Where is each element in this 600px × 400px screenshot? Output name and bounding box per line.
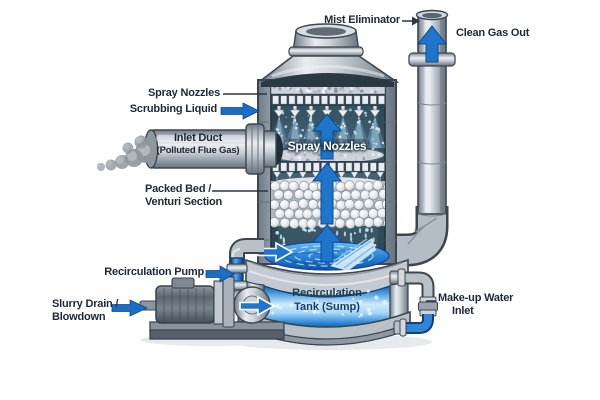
exhaust-stack (390, 9, 456, 267)
pump-motor (155, 285, 215, 324)
label-recirculation-pump: Recirculation Pump (104, 266, 204, 278)
support-grid-upper (271, 94, 385, 106)
label-slurry-drain: Slurry Drain / Blowdown (52, 298, 119, 323)
label-packed-bed: Packed Bed / Venturi Section (145, 183, 223, 208)
label-makeup-water: Make-up Water Inlet (438, 292, 514, 317)
recirc-return-arrow (257, 241, 294, 263)
slurry-drain-arrow (111, 299, 148, 317)
label-mist-eliminator: Mist Eliminator (324, 14, 400, 26)
liquid-splash (330, 238, 376, 271)
label-spray-nozzles-internal: Spray Nozzles (287, 139, 367, 153)
scrubber-vessel (256, 23, 400, 265)
pump-suction-arrow (239, 295, 276, 317)
leader-lines (212, 20, 436, 302)
smoke-plume (96, 135, 157, 171)
makeup-water-pipe (389, 268, 439, 337)
sump-tank (243, 258, 411, 346)
clean-gas-flow-arrow (416, 25, 448, 63)
label-scrubbing-liquid: Scrubbing Liquid (129, 103, 217, 115)
vessel-top-collar (288, 23, 364, 57)
recirculation-pump-unit (139, 276, 285, 340)
label-inlet-duct: Inlet Duct (Polluted Flue Gas) (156, 132, 240, 156)
scrubbing-liquid-arrow (220, 102, 260, 120)
recirculation-pump-arrow (205, 265, 235, 283)
label-recirculation-tank: Recirculation Tank (Sump) (292, 287, 362, 313)
label-clean-gas-out: Clean Gas Out (456, 27, 530, 39)
label-spray-nozzles: Spray Nozzles (148, 87, 220, 99)
mist-eliminator-pointer (412, 16, 420, 26)
inlet-duct (143, 123, 283, 175)
gas-flow-arrow-middle (311, 162, 343, 225)
label-arrows (111, 102, 260, 317)
dome-cut-edge (261, 73, 394, 87)
sump-water-surface (257, 224, 390, 271)
gas-flow-arrow-upper (311, 113, 343, 147)
gas-flow-arrow-lower (311, 224, 343, 263)
